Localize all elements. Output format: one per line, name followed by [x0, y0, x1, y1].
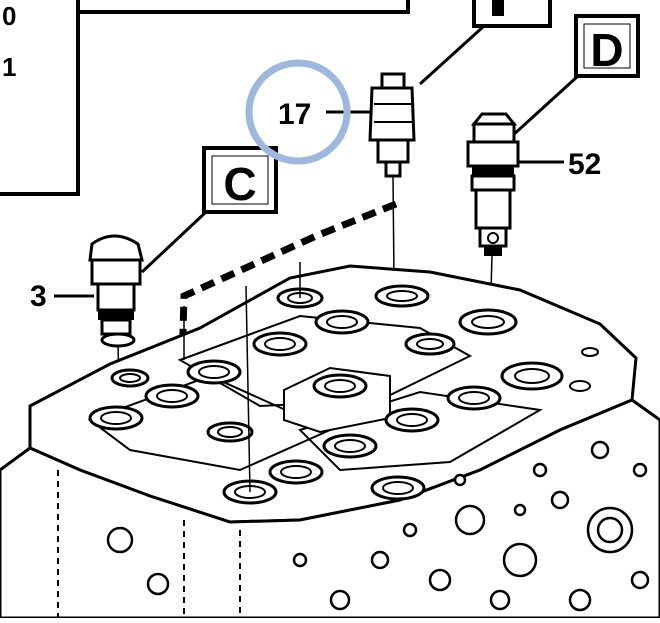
part-number-3: 3: [30, 280, 47, 313]
callout-d-label: D: [590, 24, 623, 76]
part-number-17: 17: [278, 98, 311, 131]
highlight-ring: [245, 59, 351, 165]
plug-3: [88, 234, 144, 421]
cartridge-52: [466, 112, 520, 327]
part-number-52: 52: [568, 148, 601, 181]
left-panel-text-2: 1: [2, 52, 16, 82]
guide-lines: [183, 262, 301, 493]
side-face-dashes: [57, 470, 241, 618]
left-panel-text-1: 0: [2, 1, 16, 31]
callout-c: C: [140, 146, 278, 274]
callout-c-label: C: [223, 158, 256, 210]
part-number-labels: 3 17 52: [30, 98, 601, 313]
ports: [88, 284, 599, 505]
callout-d: D: [510, 14, 640, 138]
callout-box-partial: [418, 0, 552, 86]
side-face-holes: [106, 440, 650, 612]
left-panel: 0 1: [0, 0, 410, 196]
